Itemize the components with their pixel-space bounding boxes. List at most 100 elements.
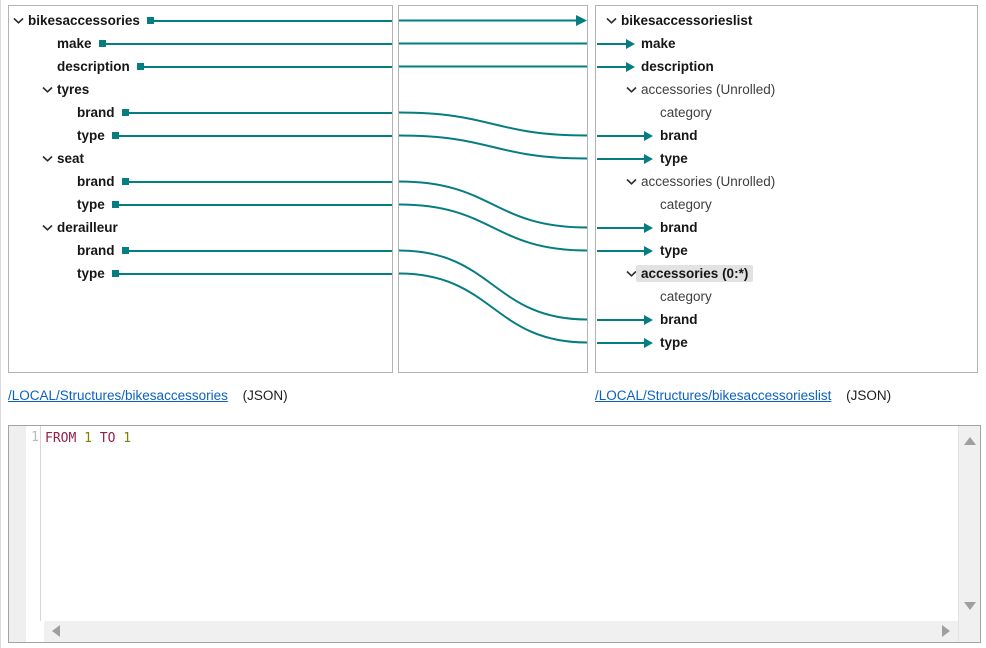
node-label: brand <box>77 243 115 258</box>
scroll-left-icon[interactable] <box>52 625 60 637</box>
mapping-line[interactable] <box>399 272 587 344</box>
incoming-mapping-arrow <box>597 153 653 165</box>
code-token-number: 1 <box>123 431 132 446</box>
chevron-down-icon[interactable] <box>622 178 641 185</box>
source-node-bikesaccessories[interactable]: bikesaccessories <box>9 9 392 32</box>
chevron-down-icon[interactable] <box>9 17 28 24</box>
node-label: description <box>57 59 130 74</box>
code-token-keyword: FROM <box>45 431 77 446</box>
target-node-brand[interactable]: brand <box>596 216 977 239</box>
target-node-accessories-unrolled[interactable]: accessories (Unrolled) <box>596 78 977 101</box>
mapping-line[interactable] <box>399 203 587 252</box>
code-token-space <box>76 431 84 446</box>
target-node-category[interactable]: category <box>596 101 977 124</box>
source-node-seat[interactable]: seat <box>9 147 392 170</box>
node-label: bikesaccessories <box>28 13 140 28</box>
source-node-make[interactable]: make <box>9 32 392 55</box>
target-tree-panel: bikesaccessorieslist make description acces… <box>595 5 978 373</box>
scroll-right-icon[interactable] <box>942 625 950 637</box>
incoming-mapping-arrow <box>597 61 635 73</box>
editor-code-line[interactable]: FROM 1 TO 1 <box>45 430 131 447</box>
target-node-type[interactable]: type <box>596 331 977 354</box>
outgoing-mapping-wire <box>98 40 392 47</box>
source-structure-link-row: /LOCAL/Structures/bikesaccessories (JSON… <box>8 388 288 403</box>
editor-vertical-scrollbar[interactable] <box>958 426 980 642</box>
incoming-mapping-arrow <box>597 314 653 326</box>
mapping-anchor-square <box>146 17 154 24</box>
expression-editor[interactable]: 1 FROM 1 TO 1 <box>8 425 981 643</box>
chevron-down-icon[interactable] <box>602 17 621 24</box>
incoming-mapping-arrow <box>597 222 653 234</box>
arrowhead-icon <box>644 314 653 325</box>
source-node-type[interactable]: type <box>9 193 392 216</box>
outgoing-mapping-wire <box>111 132 392 139</box>
target-node-type[interactable]: type <box>596 147 977 170</box>
node-label: tyres <box>57 82 90 97</box>
node-label: category <box>660 289 712 304</box>
source-node-brand[interactable]: brand <box>9 170 392 193</box>
target-node-description[interactable]: description <box>596 55 977 78</box>
target-node-brand[interactable]: brand <box>596 308 977 331</box>
outgoing-mapping-wire <box>136 63 392 70</box>
scroll-up-icon[interactable] <box>964 437 976 445</box>
outgoing-mapping-wire <box>121 247 392 254</box>
outgoing-mapping-wire <box>121 178 392 185</box>
arrowhead-icon <box>644 130 653 141</box>
editor-line-number-column: 1 <box>26 426 40 621</box>
arrowhead-icon <box>576 15 587 26</box>
gutter-divider <box>40 426 41 621</box>
target-node-brand[interactable]: brand <box>596 124 977 147</box>
node-label: description <box>641 59 714 74</box>
mapping-line[interactable] <box>399 180 587 229</box>
source-node-tyres[interactable]: tyres <box>9 78 392 101</box>
mapping-canvas[interactable] <box>399 6 587 372</box>
node-label: derailleur <box>57 220 118 235</box>
node-label: category <box>660 105 712 120</box>
scroll-down-icon[interactable] <box>964 602 976 610</box>
node-label: type <box>660 151 688 166</box>
target-structure-link[interactable]: /LOCAL/Structures/bikesaccessorieslist <box>595 388 832 403</box>
target-structure-link-row: /LOCAL/Structures/bikesaccessorieslist (… <box>595 388 891 403</box>
source-node-derailleur[interactable]: derailleur <box>9 216 392 239</box>
incoming-mapping-arrow <box>597 245 653 257</box>
target-node-accessories-unrolled[interactable]: accessories (Unrolled) <box>596 170 977 193</box>
source-node-type[interactable]: type <box>9 124 392 147</box>
target-node-make[interactable]: make <box>596 32 977 55</box>
node-label: seat <box>57 151 85 166</box>
mapping-line[interactable] <box>399 249 587 321</box>
node-label: make <box>641 36 676 51</box>
outgoing-mapping-wire <box>146 17 392 24</box>
editor-horizontal-scrollbar[interactable] <box>44 621 958 642</box>
node-label: brand <box>660 312 698 327</box>
mapping-line[interactable] <box>399 111 587 137</box>
chevron-down-icon[interactable] <box>622 86 641 93</box>
outgoing-mapping-wire <box>121 109 392 116</box>
mapping-anchor-square <box>111 270 119 277</box>
incoming-mapping-arrow <box>597 337 653 349</box>
node-label: bikesaccessorieslist <box>621 13 753 28</box>
mapping-anchor-square <box>121 178 129 185</box>
target-node-category[interactable]: category <box>596 285 977 308</box>
target-node-accessories-0[interactable]: accessories (0:*) <box>596 262 977 285</box>
source-tree: bikesaccessories make description tyres bran… <box>9 6 392 372</box>
chevron-down-icon[interactable] <box>38 86 57 93</box>
source-node-brand[interactable]: brand <box>9 239 392 262</box>
chevron-down-icon[interactable] <box>38 155 57 162</box>
target-node-category[interactable]: category <box>596 193 977 216</box>
chevron-down-icon[interactable] <box>622 270 641 277</box>
target-node-bikesaccessorieslist[interactable]: bikesaccessorieslist <box>596 9 977 32</box>
code-token-keyword: TO <box>99 431 116 446</box>
mapping-anchor-square <box>121 109 129 116</box>
mapping-anchor-square <box>111 132 119 139</box>
source-tree-panel: bikesaccessories make description tyres bran… <box>8 5 393 373</box>
source-node-type[interactable]: type <box>9 262 392 285</box>
target-node-type[interactable]: type <box>596 239 977 262</box>
outgoing-mapping-wire <box>111 270 392 277</box>
arrowhead-icon <box>626 38 635 49</box>
source-structure-link[interactable]: /LOCAL/Structures/bikesaccessories <box>8 388 228 403</box>
source-node-description[interactable]: description <box>9 55 392 78</box>
chevron-down-icon[interactable] <box>38 224 57 231</box>
target-tree: bikesaccessorieslist make description acces… <box>596 6 977 372</box>
mapping-line[interactable] <box>399 134 587 160</box>
source-node-brand[interactable]: brand <box>9 101 392 124</box>
